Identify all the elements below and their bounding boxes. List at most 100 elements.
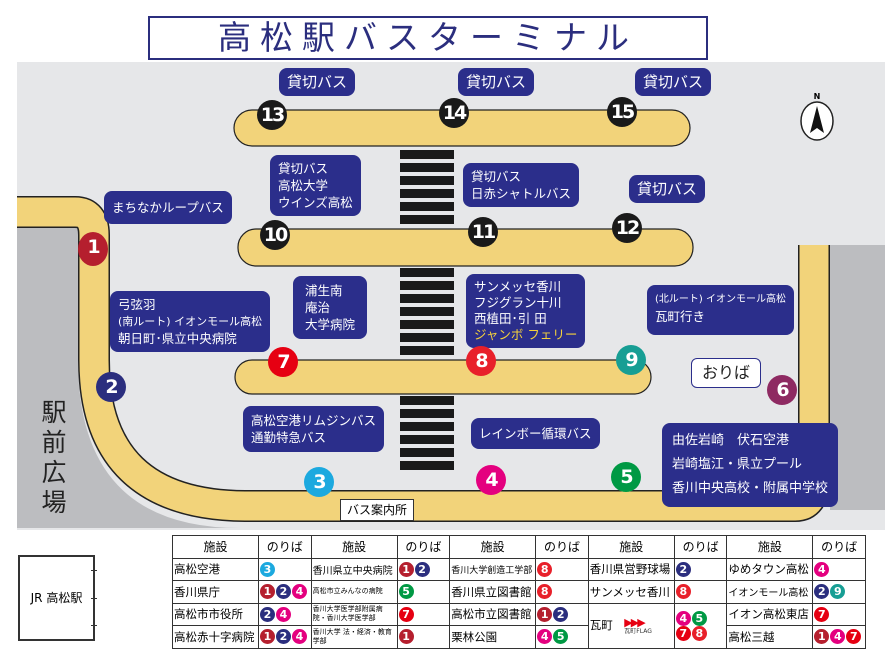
stop-badge-1: 1 [260, 629, 275, 645]
facility-cell: 香川大学創造工学部 [449, 557, 537, 581]
callout-stop-5: 由佐岩崎 伏石空港岩崎塩江・県立プール香川中央高校・附属中学校 [662, 423, 839, 507]
stop-badge-2: 2 [276, 584, 291, 600]
callout-line: 庵治 [305, 300, 331, 315]
bus-information-office: バス案内所 [340, 499, 414, 521]
page-title: 高松駅バスターミナル [148, 16, 708, 60]
stop-badge-1: 1 [260, 584, 275, 600]
callout-stop-14: 貸切バス [458, 68, 535, 96]
crosswalk-stripe [400, 294, 454, 303]
north-arrow-icon [800, 101, 834, 141]
callout-stop-7: 浦生南庵治大学病院 [293, 276, 368, 339]
stop-badge-1: 1 [814, 629, 830, 645]
stop-badge-7: 7 [814, 606, 830, 622]
stop-badge-8: 8 [537, 561, 553, 577]
callout-stop-10: 貸切バス高松大学ウインズ高松 [270, 155, 361, 216]
stop-badge-9: 9 [830, 584, 846, 600]
divider [91, 625, 97, 626]
crosswalk-stripe [400, 215, 454, 224]
header-stop: のりば [396, 535, 451, 559]
header-facility: 施設 [449, 535, 537, 559]
callout-line: 西植田･引 田 [474, 311, 547, 326]
crosswalk-stripe [400, 422, 454, 431]
facility-cell: 香川県庁 [172, 580, 259, 604]
stop-badge-8: 8 [691, 625, 707, 641]
stop-badge-4: 4 [675, 610, 691, 626]
stop-badge-7: 7 [675, 625, 691, 641]
facility-cell: イオン高松東店 [726, 602, 814, 626]
facility-cell: ゆめタウン高松 [726, 557, 814, 581]
stop-2-marker: 2 [96, 372, 126, 402]
stop-badge-3: 3 [260, 561, 275, 577]
crosswalk-stripe [400, 176, 454, 185]
stop-cell: 5 [396, 580, 451, 604]
stop-3-marker: 3 [304, 467, 334, 497]
stop-12-marker: 12 [612, 213, 642, 243]
stop-cell: 8 [535, 557, 589, 581]
stop-badge-1: 1 [398, 629, 414, 645]
facility-cell: 高松市立みんなの病院 [310, 580, 398, 604]
facility-cell: 高松市立図書館 [449, 602, 537, 626]
callout-line: フジグラン十川 [474, 295, 562, 310]
stop-badge-8: 8 [675, 584, 691, 600]
facility-cell: 香川県立中央病院 [310, 557, 398, 581]
facility-cell: 香川県立図書館 [449, 580, 537, 604]
stop-badge-4: 4 [830, 629, 846, 645]
callout-stop-15: 貸切バス [635, 68, 712, 96]
stop-badge-5: 5 [553, 629, 569, 645]
header-stop: のりば [258, 535, 312, 559]
crosswalk-stripe [400, 396, 454, 405]
stop-badge-2: 2 [814, 584, 830, 600]
flag-logo-text: 瓦町FLAG [624, 628, 652, 635]
stop-badge-2: 2 [414, 561, 430, 577]
facility-cell: サンメッセ香川 [587, 580, 675, 604]
callout-line: サンメッセ香川 [474, 279, 562, 294]
stop-cell: 1 [396, 625, 451, 649]
stop-6-marker: 6 [767, 375, 797, 405]
stop-badge-8: 8 [537, 584, 553, 600]
stop-badge-5: 5 [691, 610, 707, 626]
callout-line: 貸切バス [471, 169, 522, 184]
facility-cell: 栗林公園 [449, 625, 537, 649]
facility-cell: 高松赤十字病院 [172, 625, 259, 649]
crosswalk-stripe [400, 189, 454, 198]
stop-7-marker: 7 [268, 347, 298, 377]
crosswalk-stripe [400, 461, 454, 470]
stop-badge-5: 5 [398, 584, 414, 600]
stop-8-marker: 8 [466, 346, 496, 376]
crosswalk-stripe [400, 333, 454, 342]
crosswalk-stripe [400, 307, 454, 316]
callout-stop-13: 貸切バス [279, 68, 356, 96]
callout-line: 浦生南 [305, 283, 343, 298]
divider [91, 570, 97, 571]
stop-cell: 3 [258, 557, 312, 581]
callout-line: (北ルート) イオンモール高松 [655, 294, 786, 305]
header-stop: のりば [535, 535, 589, 559]
callout-line: 大学病院 [305, 317, 356, 332]
stop-13-marker: 13 [257, 100, 287, 130]
callout-stop-3: 高松空港リムジンバス通勤特急バス [243, 406, 385, 452]
callout-line: 瓦町行き [655, 309, 706, 324]
stop-14-marker: 14 [439, 98, 469, 128]
callout-text: レインボー循環バス [479, 426, 592, 441]
header-stop: のりば [673, 535, 728, 559]
divider [91, 598, 97, 599]
facility-cell: 香川県営野球場 [587, 557, 675, 581]
facility-cell: 香川大学医学部附属病院・香川大学医学部 [310, 602, 398, 626]
facility-cell: 高松空港 [172, 557, 259, 581]
facility-cell: イオンモール高松 [726, 580, 814, 604]
north-compass: N [797, 92, 837, 144]
stop-cell: 8 [535, 580, 589, 604]
callout-text: 貸切バス [637, 180, 698, 198]
callout-line: 高松空港リムジンバス [251, 413, 377, 428]
callout-line: 貸切バス [278, 161, 329, 176]
stop-badge-4: 4 [814, 561, 830, 577]
callout-text: 貸切バス [643, 73, 704, 91]
